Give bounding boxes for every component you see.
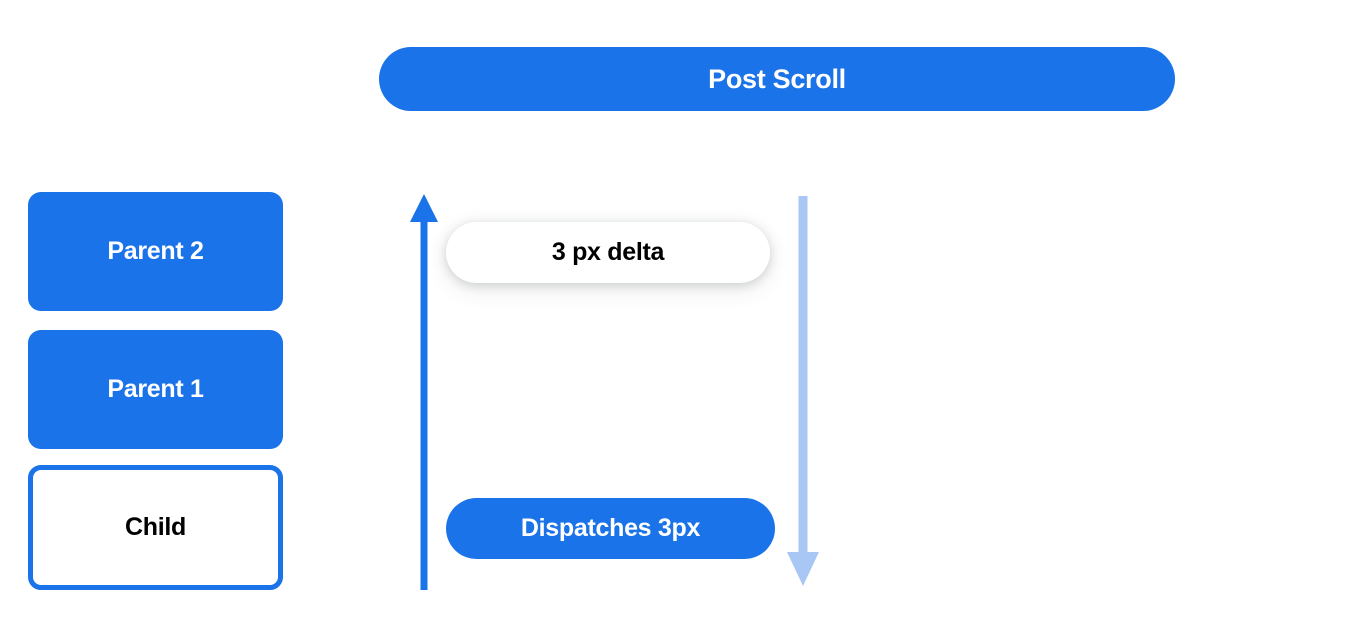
- scroll-up-arrow-icon: [410, 194, 438, 590]
- node-parent-1-label: Parent 1: [107, 375, 204, 403]
- page-title: Post Scroll: [708, 63, 846, 94]
- delta-callout-label: 3 px delta: [551, 238, 665, 266]
- node-child[interactable]: Child: [28, 465, 283, 590]
- delta-callout: 3 px delta: [446, 222, 770, 283]
- dispatch-callout-label: Dispatches 3px: [520, 514, 701, 542]
- node-parent-2[interactable]: Parent 2: [28, 192, 283, 311]
- scroll-down-arrow-icon: [787, 196, 819, 586]
- dispatch-callout: Dispatches 3px: [446, 498, 775, 559]
- node-parent-1[interactable]: Parent 1: [28, 330, 283, 449]
- post-scroll-header: Post Scroll: [379, 47, 1175, 111]
- node-child-label: Child: [125, 513, 186, 541]
- node-parent-2-label: Parent 2: [107, 237, 204, 265]
